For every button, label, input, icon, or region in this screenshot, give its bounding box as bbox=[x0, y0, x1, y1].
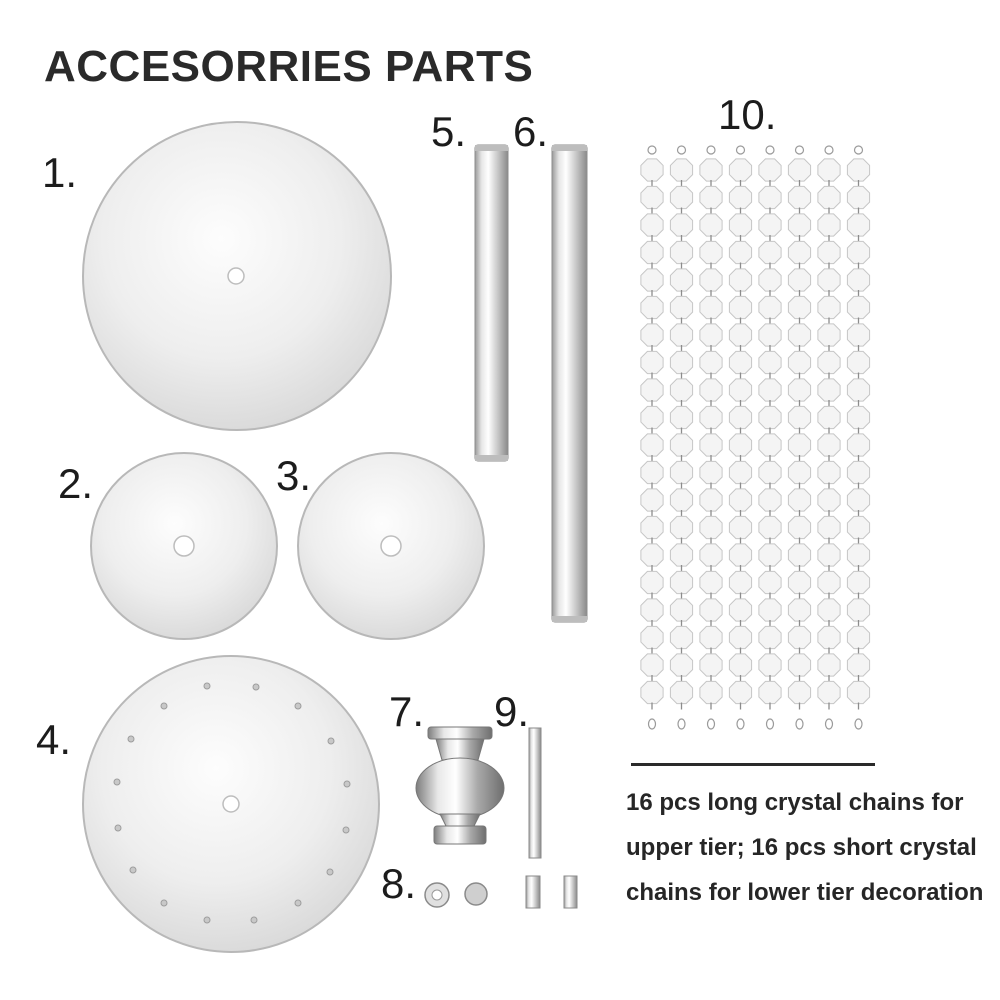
small-plate-3 bbox=[297, 452, 485, 640]
label-part-1: 1. bbox=[42, 149, 78, 196]
label-part-2: 2. bbox=[58, 460, 94, 507]
label-part-7: 7. bbox=[389, 688, 425, 735]
label-part-4: 4. bbox=[36, 716, 72, 763]
label-part-5: 5. bbox=[431, 108, 467, 155]
large-plate-1 bbox=[82, 121, 392, 431]
label-part-3: 3. bbox=[276, 452, 312, 499]
caption-line-2: upper tier; 16 pcs short crystal bbox=[626, 834, 977, 861]
label-part-9: 9. bbox=[494, 688, 530, 735]
chains-caption: 16 pcs long crystal chains for upper tie… bbox=[626, 780, 996, 915]
label-part-8: 8. bbox=[381, 860, 417, 907]
long-rod-6 bbox=[551, 144, 588, 623]
page-title: ACCESORRIES PARTS bbox=[44, 42, 534, 91]
short-rod-5 bbox=[474, 144, 509, 462]
nut-washer-8 bbox=[424, 882, 488, 908]
vase-connector-7 bbox=[415, 726, 505, 845]
caption-divider bbox=[631, 763, 875, 766]
caption-line-3: chains for lower tier decoration bbox=[626, 879, 984, 906]
crystal-chains-10 bbox=[640, 145, 871, 730]
small-plate-2 bbox=[90, 452, 278, 640]
threaded-rod-9 bbox=[525, 727, 578, 909]
label-part-10: 10. bbox=[718, 91, 777, 138]
label-part-6: 6. bbox=[513, 108, 549, 155]
caption-line-1: 16 pcs long crystal chains for bbox=[626, 789, 964, 816]
base-plate-4 bbox=[82, 655, 380, 953]
